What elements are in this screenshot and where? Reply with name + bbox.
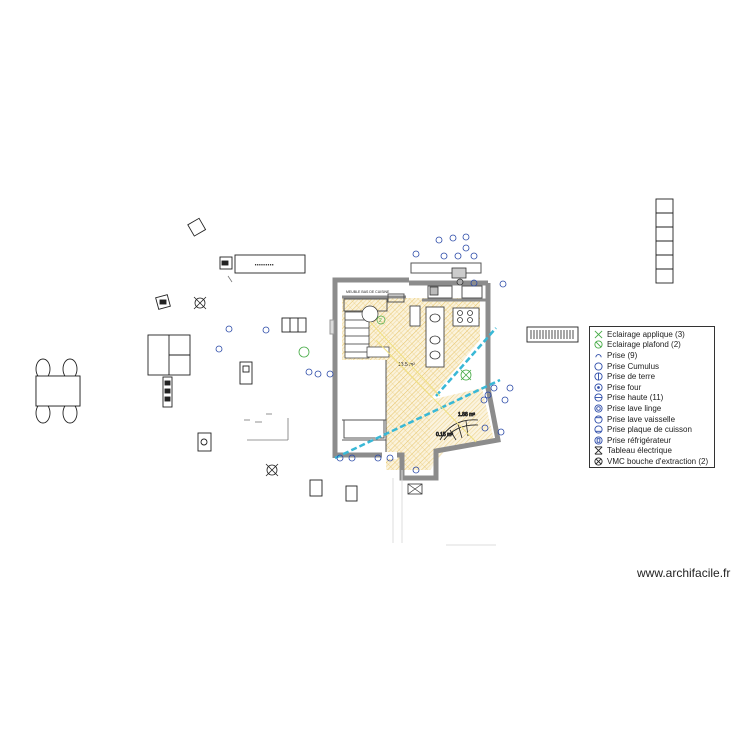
exterior-paths <box>392 470 496 546</box>
kitchen-furniture <box>409 267 480 368</box>
room-top-label: MEUBLE BAS DE CUISINE <box>346 290 390 294</box>
legend: Eclairage applique (3) Eclairage plafond… <box>589 326 715 468</box>
legend-item: Prise de terre <box>594 371 714 382</box>
legend-item: Eclairage plafond (2) <box>594 340 714 351</box>
circled-marker <box>376 315 386 325</box>
legend-label: Prise Cumulus <box>607 361 660 371</box>
washer-outlet-icon <box>594 404 603 413</box>
legend-item: Prise haute (11) <box>594 393 714 404</box>
dishwasher-outlet-icon <box>594 414 603 424</box>
legend-label: Prise (9) <box>607 350 638 360</box>
area-c-label: 0.15 m² <box>436 432 453 438</box>
electrical-panel-icon <box>594 446 603 455</box>
vmc-vent-symbols <box>193 296 279 477</box>
area-main-label: 13.5 m² <box>398 362 415 368</box>
ceiling-light-icon <box>594 340 603 349</box>
legend-item: Prise réfrigérateur <box>594 435 714 446</box>
misc-lines <box>227 275 289 441</box>
door-gap <box>382 452 397 459</box>
outlet-icon <box>595 354 602 358</box>
legend-item: Prise Cumulus <box>594 361 714 372</box>
walls <box>332 277 501 481</box>
legend-item: VMC bouche d'extraction (2) <box>594 456 714 467</box>
staircase <box>344 305 390 359</box>
fridge-outlet-icon <box>594 436 603 445</box>
spiral-stair: 1.88 m² 0.15 m² <box>436 412 479 441</box>
legend-label: Prise haute (11) <box>607 393 664 403</box>
svg-text:· · · · · · · · ·: · · · · · · · · · <box>255 263 273 267</box>
legend-item: Tableau électrique <box>594 446 714 457</box>
area-b-label: 1.88 m² <box>458 412 475 418</box>
legend-label: Prise lave vaisselle <box>607 414 676 424</box>
legend-label: Eclairage plafond (2) <box>607 340 681 350</box>
legend-item: Prise plaque de cuisson <box>594 424 714 435</box>
watermark: www.archifacile.fr <box>637 566 731 580</box>
legend-item: Prise four <box>594 382 714 393</box>
dashed-lines <box>334 327 501 460</box>
vmc-vent-icon <box>594 457 603 466</box>
legend-label: Eclairage applique (3) <box>607 329 685 339</box>
legend-item: Prise lave linge <box>594 403 714 414</box>
legend-label: VMC bouche d'extraction (2) <box>607 456 709 466</box>
oven-outlet-icon <box>594 383 603 392</box>
ground-outlet-icon <box>594 372 603 381</box>
legend-label: Prise de terre <box>607 372 656 382</box>
circled-number: 2 <box>379 318 382 324</box>
legend-label: Prise lave linge <box>607 403 662 413</box>
cooktop-outlet-icon <box>594 425 603 434</box>
legend-item: Prise lave vaisselle <box>594 414 714 425</box>
legend-item: Prise (9) <box>594 350 714 361</box>
exterior-furniture: · · · · · · · · · <box>35 198 674 502</box>
legend-label: Prise réfrigérateur <box>607 435 672 445</box>
electrical-symbols <box>215 233 514 474</box>
legend-label: Tableau électrique <box>607 446 672 456</box>
water-heater-outlet-icon <box>594 362 603 371</box>
high-outlet-icon <box>594 393 603 402</box>
diagonal-guides <box>369 321 477 443</box>
legend-label: Prise four <box>607 382 642 392</box>
legend-item: Eclairage applique (3) <box>594 329 714 340</box>
applique-light-icon <box>594 330 603 339</box>
ceiling-lights <box>298 346 472 381</box>
legend-label: Prise plaque de cuisson <box>607 425 692 435</box>
